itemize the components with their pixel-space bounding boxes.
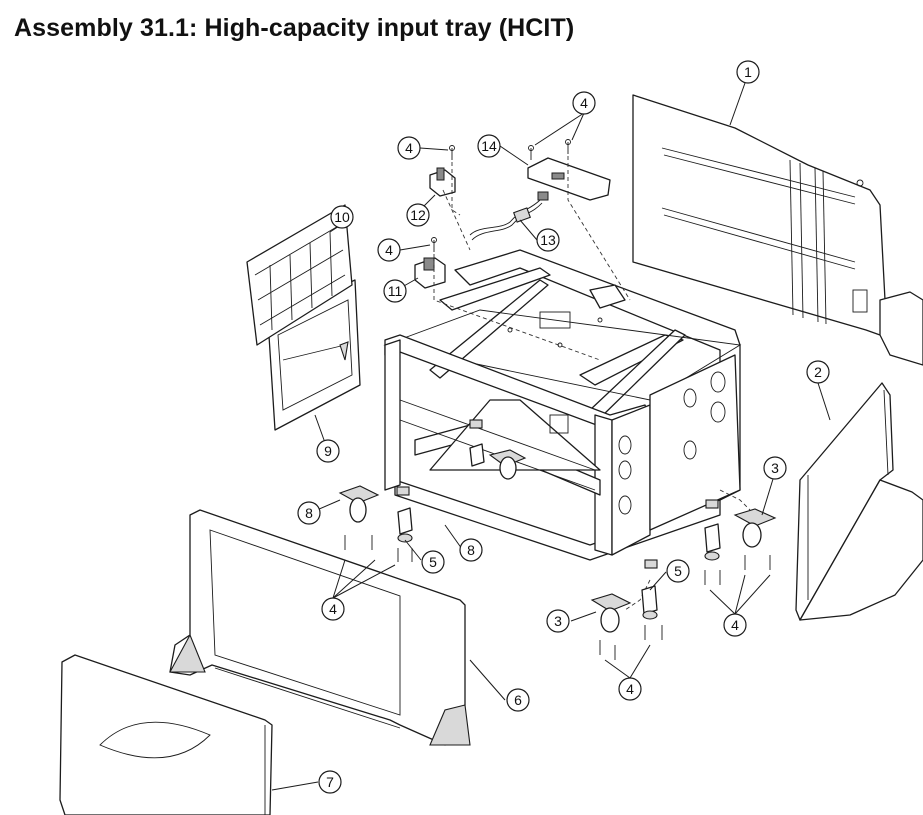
callout-10: 10 (330, 205, 354, 229)
callout-14-label: 14 (481, 138, 497, 154)
callout-6-label: 6 (514, 692, 522, 708)
callout-8-mid-label: 8 (467, 542, 475, 558)
callout-4-left-label: 4 (329, 601, 337, 617)
callout-3-bottom: 3 (546, 609, 570, 633)
part-8-frame (383, 249, 742, 569)
callout-7: 7 (318, 770, 342, 794)
callout-8-mid: 8 (459, 538, 483, 562)
part-1-rear-cover (632, 94, 923, 366)
callout-4-sensor-label: 4 (385, 242, 393, 258)
callout-5-right: 5 (666, 559, 690, 583)
callout-3-bottom-label: 3 (554, 613, 562, 629)
callout-2: 2 (806, 360, 830, 384)
page-title: Assembly 31.1: High-capacity input tray … (14, 14, 575, 42)
callout-3-right-label: 3 (771, 460, 779, 476)
screws (431, 139, 571, 252)
part-12-switch (429, 167, 456, 197)
callout-8-left-label: 8 (305, 505, 313, 521)
callout-7-label: 7 (326, 774, 334, 790)
callout-14: 14 (477, 134, 501, 158)
part-10-upper-left-assembly (246, 204, 353, 346)
callout-4-bottom: 4 (618, 677, 642, 701)
callout-11: 11 (383, 279, 407, 303)
callout-4-switch-label: 4 (405, 140, 413, 156)
callout-4-sensor: 4 (377, 238, 401, 262)
part-2-right-side-cover (795, 382, 923, 621)
callout-4-left: 4 (321, 597, 345, 621)
part-14-top-bracket (527, 157, 611, 201)
part-11-sensor (414, 257, 446, 289)
callout-4-bottom-label: 4 (626, 681, 634, 697)
callout-13: 13 (536, 228, 560, 252)
part-7-front-cover (59, 654, 273, 815)
callout-4-top: 4 (572, 91, 596, 115)
assembly-guide-lines (433, 156, 751, 611)
callout-4-right: 4 (723, 613, 747, 637)
callout-3-right: 3 (763, 456, 787, 480)
callout-1: 1 (736, 60, 760, 84)
callout-5-left-label: 5 (429, 554, 437, 570)
callout-10-label: 10 (334, 209, 350, 225)
caster-assemblies (338, 443, 777, 660)
callout-9-label: 9 (324, 443, 332, 459)
callout-6: 6 (506, 688, 530, 712)
callout-4-right-label: 4 (731, 617, 739, 633)
callout-1-label: 1 (744, 64, 752, 80)
callout-2-label: 2 (814, 364, 822, 380)
callout-12-label: 12 (410, 207, 426, 223)
part-13-cable (469, 191, 549, 241)
callout-4-top-label: 4 (580, 95, 588, 111)
callout-4-switch: 4 (397, 136, 421, 160)
callout-5-left: 5 (421, 550, 445, 574)
callout-11-label: 11 (388, 283, 403, 299)
part-6-front-frame (169, 509, 471, 746)
callout-12: 12 (406, 203, 430, 227)
callout-5-right-label: 5 (674, 563, 682, 579)
callout-13-label: 13 (540, 232, 556, 248)
callout-8-left: 8 (297, 501, 321, 525)
callout-9: 9 (316, 439, 340, 463)
